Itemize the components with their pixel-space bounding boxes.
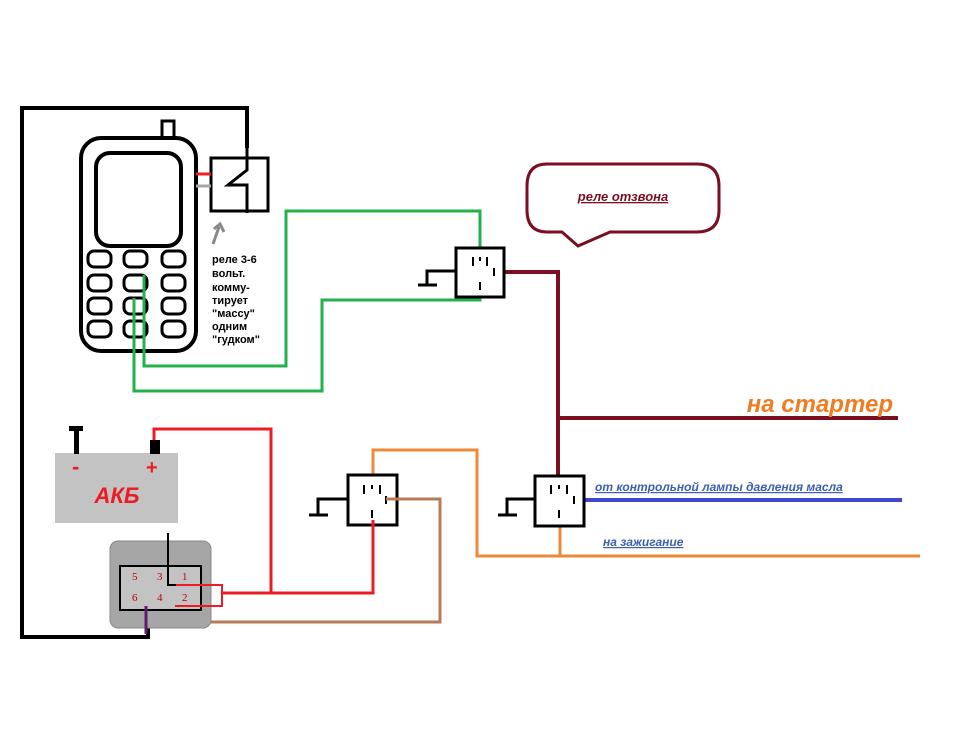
relay-note-line-3: комму- <box>212 282 250 294</box>
battery-label: АКБ <box>94 483 140 508</box>
relay-note-line-2: вольт. <box>212 268 245 280</box>
relay-note-line-5: "массу" <box>212 308 255 320</box>
maroon-wire <box>494 270 560 481</box>
arrow-icon <box>211 221 226 245</box>
red-wire-battery <box>152 427 273 595</box>
callout-bubble <box>525 162 721 248</box>
right-relay-icon <box>498 474 586 528</box>
relay-note-line-4: тирует <box>212 295 249 307</box>
relay-note-line-1: реле 3-6 <box>212 254 257 266</box>
battery-minus: - <box>72 454 79 479</box>
battery-icon <box>55 426 178 523</box>
pin-3: 3 <box>157 571 163 583</box>
small-relay-icon <box>196 110 270 213</box>
ignition-label: на зажигание <box>603 535 684 549</box>
green-wire-upper <box>142 209 482 368</box>
oil-lamp-label: от контрольной лампы давления масла <box>595 480 843 494</box>
battery-plus: + <box>146 457 158 479</box>
relay-note-line-6: одним <box>212 321 247 333</box>
top-relay-icon <box>418 246 506 299</box>
relay-socket-icon <box>109 533 223 634</box>
callout-text: реле отзвона <box>577 189 668 204</box>
pin-6: 6 <box>132 592 138 604</box>
starter-label: на стартер <box>747 391 893 418</box>
pin-4: 4 <box>157 592 163 604</box>
phone-icon <box>79 119 198 353</box>
relay-note-line-7: "гудком" <box>212 334 260 346</box>
pin-5: 5 <box>132 571 138 583</box>
middle-relay-icon <box>309 473 399 527</box>
pin-1: 1 <box>182 571 188 583</box>
orange-wire-loop <box>371 448 920 558</box>
red-wire-relay <box>271 520 375 595</box>
pin-2: 2 <box>182 592 188 604</box>
